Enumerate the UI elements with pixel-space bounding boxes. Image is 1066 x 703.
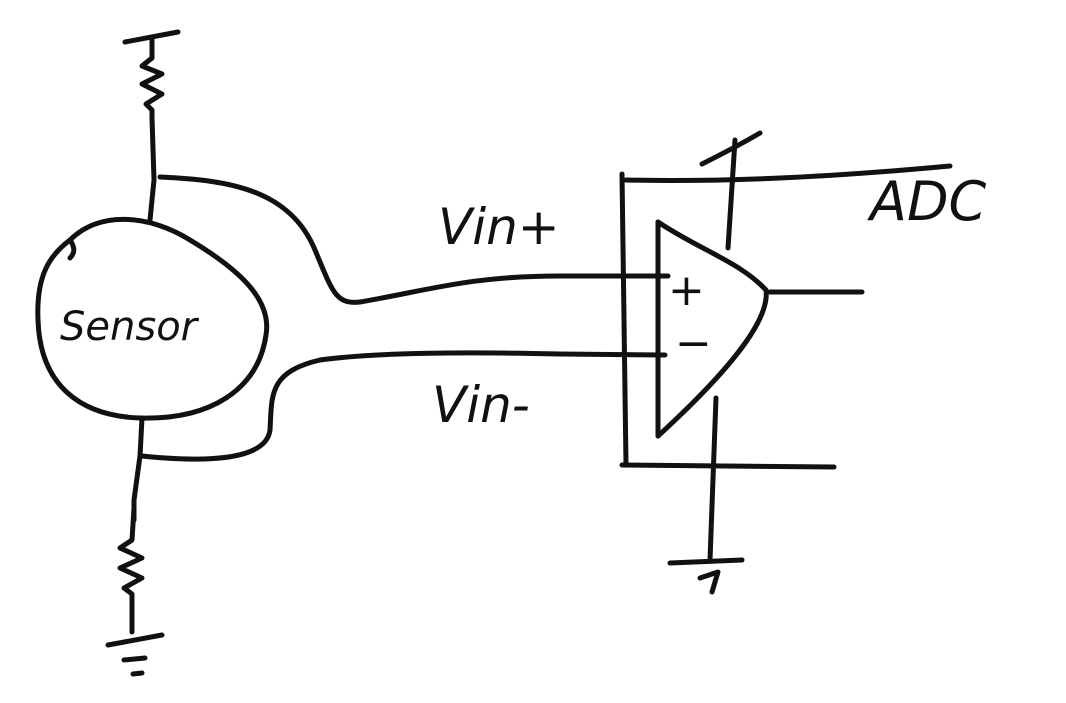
bottom-ground-symbol bbox=[105, 632, 165, 677]
adc-box: ADC bbox=[619, 163, 987, 470]
vin-minus-label: Vin- bbox=[432, 376, 530, 434]
vin-minus-wire bbox=[139, 350, 668, 462]
op-amp: + − bbox=[655, 219, 769, 439]
top-resistor bbox=[122, 29, 181, 121]
opamp-minus-symbol: − bbox=[675, 318, 712, 369]
adc-label: ADC bbox=[867, 170, 987, 233]
vin-plus-wire bbox=[157, 174, 671, 305]
bottom-wire bbox=[131, 415, 145, 523]
sensor: Sensor bbox=[35, 216, 270, 421]
top-supply-wire bbox=[147, 115, 157, 223]
opamp-ground-symbol bbox=[667, 395, 745, 595]
opamp-plus-symbol: + bbox=[668, 265, 705, 316]
vin-plus-label: Vin+ bbox=[438, 198, 560, 256]
bottom-resistor bbox=[117, 505, 145, 635]
opamp-supply-top bbox=[699, 130, 763, 251]
sensor-label: Sensor bbox=[60, 304, 200, 350]
